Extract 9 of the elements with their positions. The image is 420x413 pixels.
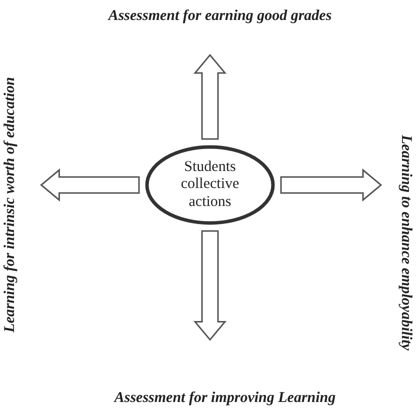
- category-label: Learning to enhance employability: [397, 134, 414, 350]
- category-label: Assessment for earning good grades: [108, 8, 332, 25]
- category-label: Assessment for improving Learning: [114, 390, 336, 407]
- block-arrow: [40, 168, 140, 202]
- block-arrow: [193, 230, 227, 341]
- node-label: Students collective actions: [180, 159, 240, 211]
- category-label: Learning for intrinsic worth of education: [2, 77, 19, 333]
- block-arrow: [280, 168, 382, 202]
- block-arrow: [193, 54, 227, 140]
